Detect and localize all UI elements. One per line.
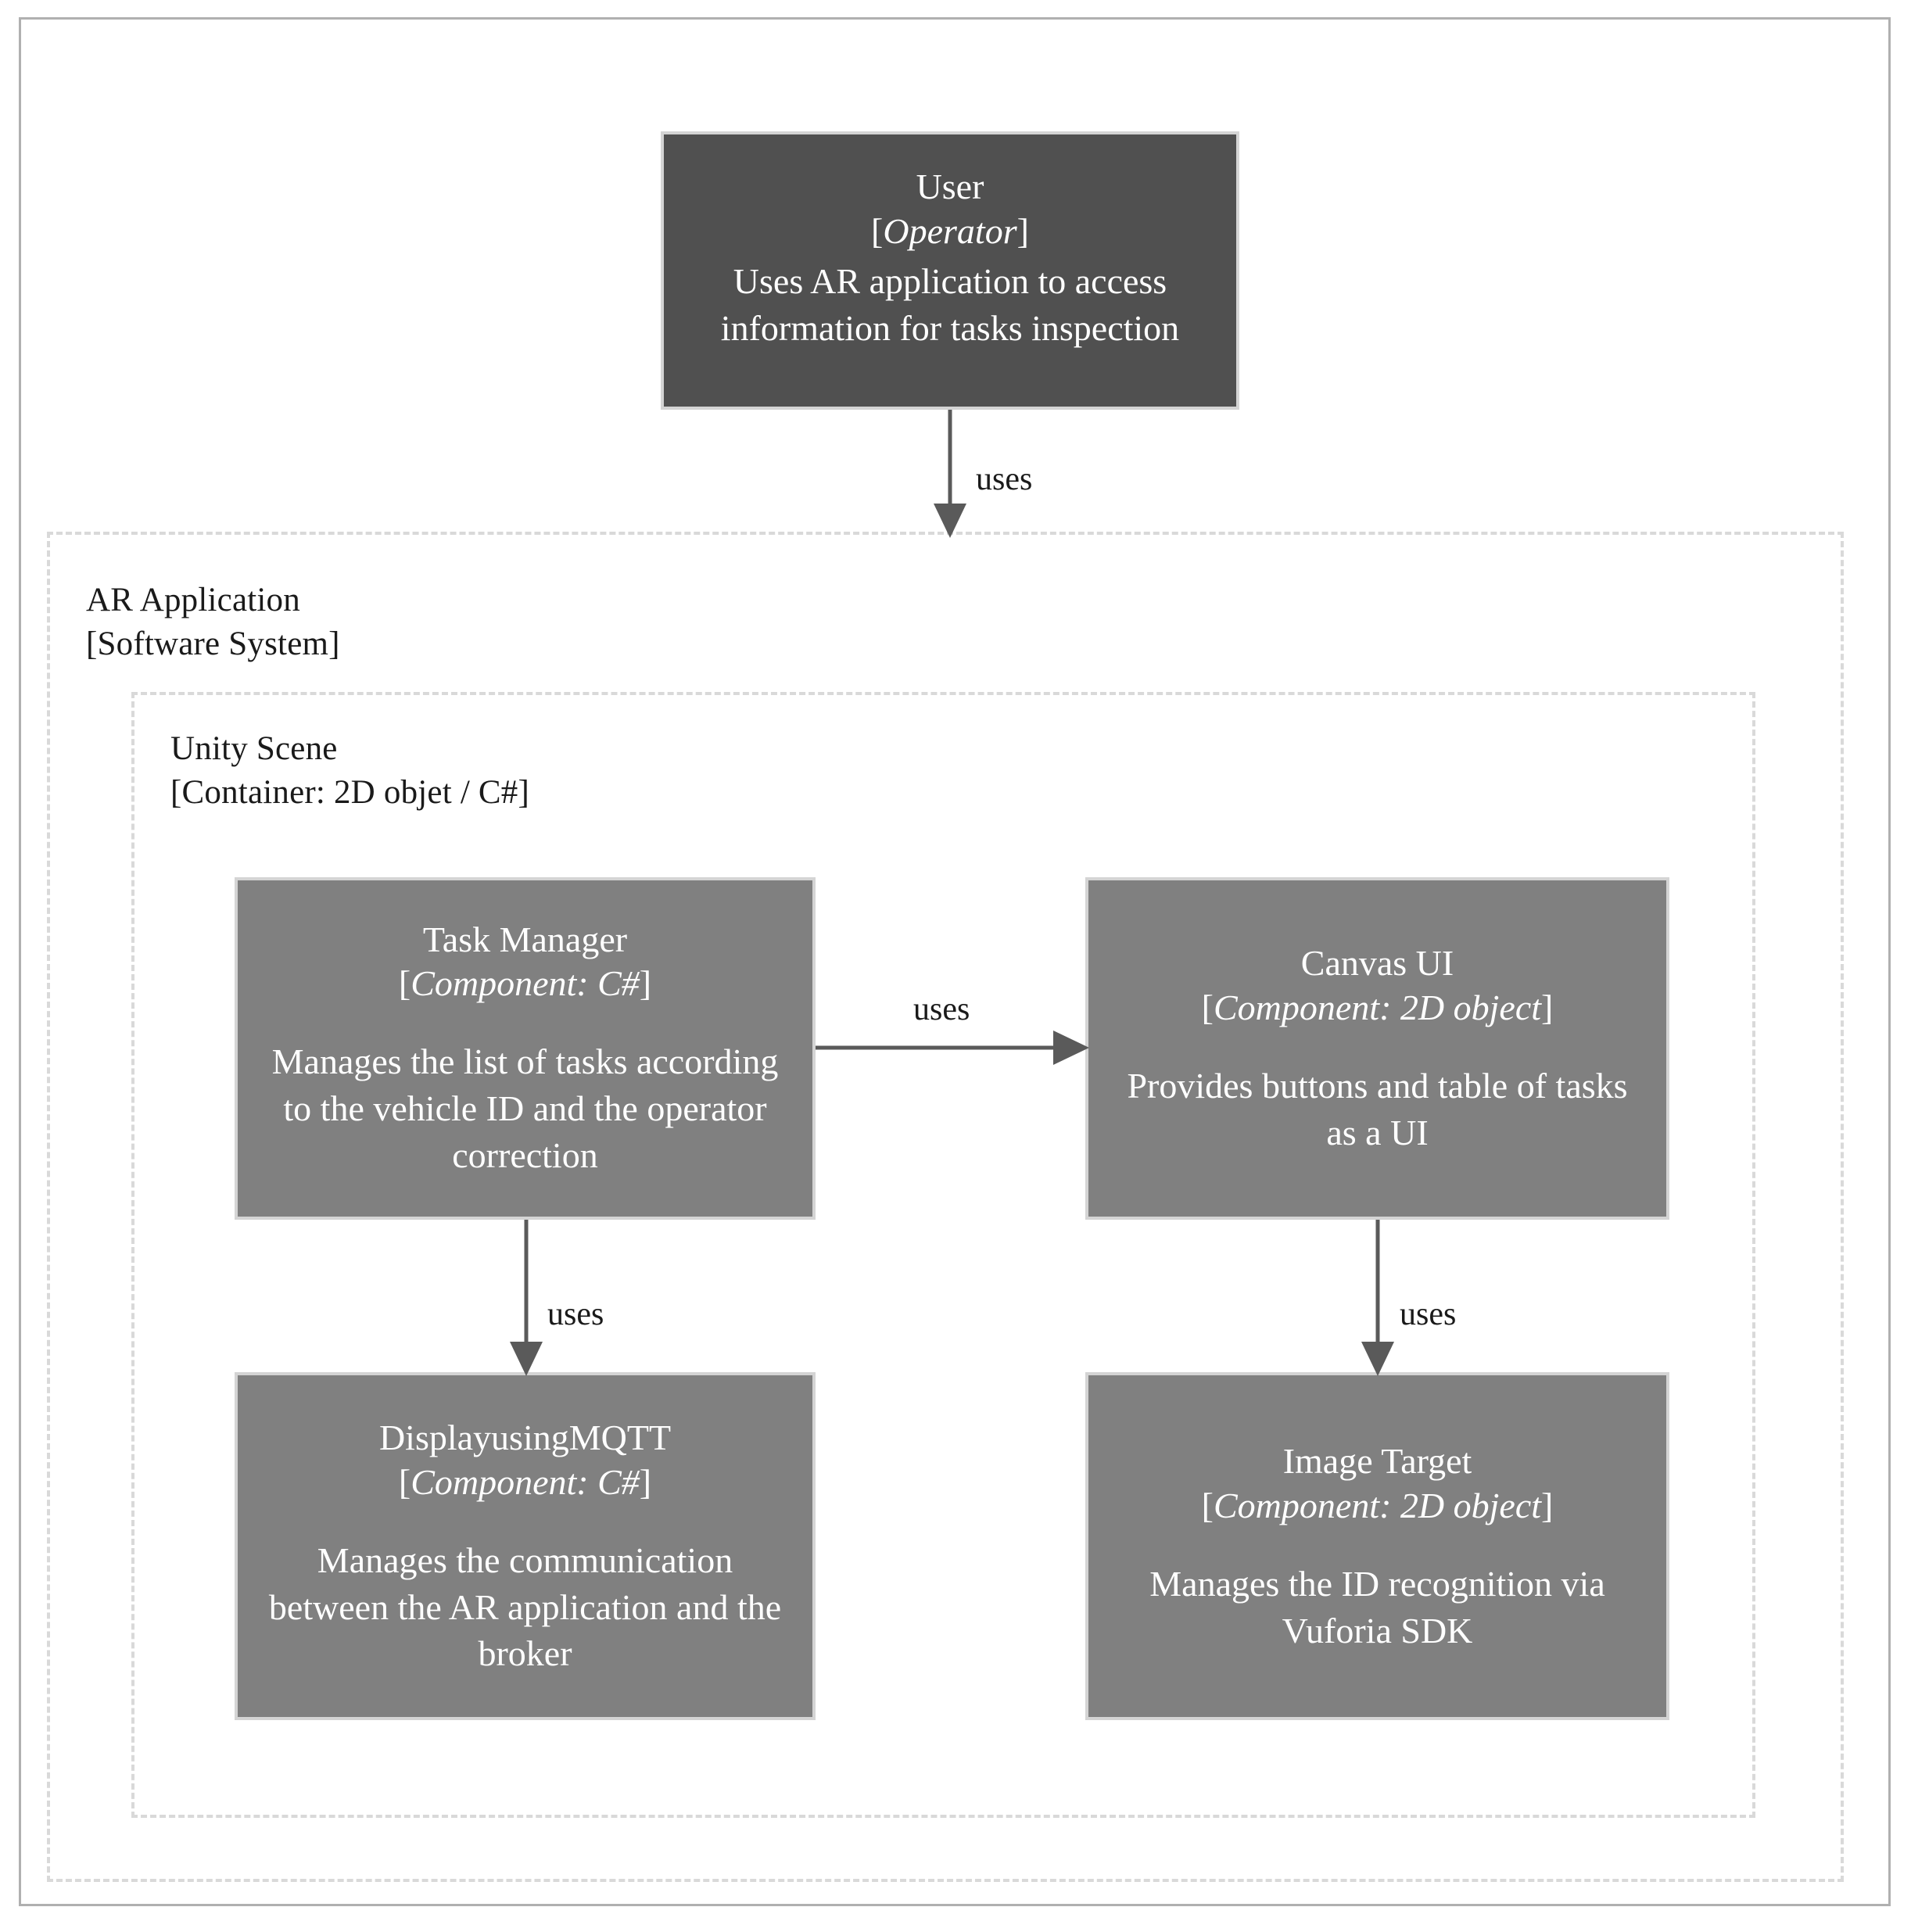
- node-display-using-mqtt-technology-text: Component: C#: [411, 1461, 640, 1502]
- node-user-title: User: [916, 167, 984, 206]
- relationship-label-canvas-ui-to-image-target: uses: [1400, 1296, 1457, 1332]
- node-task-manager-description: Manages the list of tasks according to t…: [271, 1041, 779, 1175]
- relationship-label-task-manager-to-canvas-ui: uses: [913, 991, 970, 1027]
- node-user-description: Uses AR application to access informatio…: [720, 261, 1180, 348]
- node-task-manager-technology-text: Component: C#: [411, 963, 640, 1004]
- node-image-target-technology: [Component: 2D object]: [1201, 1485, 1554, 1525]
- node-canvas-ui-technology: [Component: 2D object]: [1201, 988, 1554, 1028]
- node-user-technology: [Operator]: [871, 211, 1029, 252]
- node-display-using-mqtt-technology: [Component: C#]: [398, 1461, 652, 1502]
- boundary-unity-scene: [131, 692, 1755, 1818]
- node-image-target-technology-text: Component: 2D object: [1213, 1485, 1542, 1525]
- node-image-target[interactable]: Image Target [Component: 2D object] Mana…: [1085, 1372, 1669, 1720]
- node-image-target-description: Manages the ID recognition via Vuforia S…: [1149, 1563, 1605, 1651]
- boundary-label-ar-application: AR Application [Software System]: [86, 582, 340, 662]
- node-canvas-ui-technology-text: Component: 2D object: [1213, 988, 1542, 1028]
- node-task-manager[interactable]: Task Manager [Component: C#] Manages the…: [235, 877, 816, 1220]
- relationship-label-user-to-ar-application: uses: [976, 461, 1033, 497]
- node-display-using-mqtt-title: DisplayusingMQTT: [378, 1417, 672, 1457]
- node-display-using-mqtt[interactable]: DisplayusingMQTT [Component: C#] Manages…: [235, 1372, 816, 1720]
- node-canvas-ui-title: Canvas UI: [1300, 943, 1454, 984]
- node-canvas-ui[interactable]: Canvas UI [Component: 2D object] Provide…: [1085, 877, 1669, 1220]
- node-user[interactable]: User [Operator] Uses AR application to a…: [661, 131, 1239, 410]
- relationship-label-task-manager-to-display-using-mqtt: uses: [547, 1296, 604, 1332]
- node-image-target-title: Image Target: [1282, 1440, 1472, 1481]
- node-task-manager-technology: [Component: C#]: [398, 963, 652, 1004]
- boundary-label-unity-scene: Unity Scene [Container: 2D objet / C#]: [170, 730, 530, 811]
- figure-frame: [19, 17, 1891, 1906]
- node-task-manager-title: Task Manager: [422, 919, 628, 960]
- node-display-using-mqtt-description: Manages the communication between the AR…: [268, 1540, 782, 1674]
- node-canvas-ui-description: Provides buttons and table of tasks as a…: [1127, 1066, 1628, 1153]
- node-user-technology-text: Operator: [883, 211, 1017, 252]
